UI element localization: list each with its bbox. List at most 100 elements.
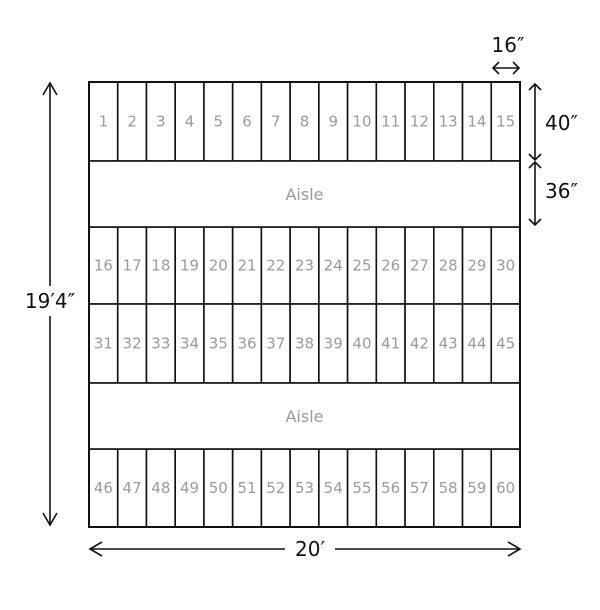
seat-cell: 32 xyxy=(116,303,148,384)
seat-cell: 55 xyxy=(346,448,378,528)
seat-cell: 10 xyxy=(346,81,378,162)
seat-cell: 15 xyxy=(490,81,521,162)
total-width-arrow-left xyxy=(88,541,103,557)
seat-box xyxy=(461,226,493,305)
seat-number: 39 xyxy=(324,335,343,353)
seat-number: 13 xyxy=(439,113,458,131)
seat-cell: 48 xyxy=(145,448,176,528)
seat-number: 12 xyxy=(410,113,429,131)
seat-number: 9 xyxy=(328,113,338,131)
seat-cell: 57 xyxy=(404,448,435,528)
seat-cell: 6 xyxy=(231,81,263,162)
seat-cell: 12 xyxy=(404,81,435,162)
seat-number: 52 xyxy=(266,479,285,497)
seat-number: 11 xyxy=(381,113,400,131)
row-depth-label: 40″ xyxy=(545,111,578,135)
aisle-width-label: 36″ xyxy=(545,179,578,203)
seat-cell: 58 xyxy=(432,448,464,528)
seat-number: 27 xyxy=(410,257,429,275)
seat-number: 55 xyxy=(352,479,371,497)
seat-cell: 54 xyxy=(318,448,349,528)
seat-number: 15 xyxy=(496,113,515,131)
seat-cell: 8 xyxy=(289,81,320,162)
seat-number: 7 xyxy=(271,113,281,131)
seat-number: 22 xyxy=(266,257,285,275)
seat-number: 4 xyxy=(185,113,195,131)
seat-number: 50 xyxy=(209,479,228,497)
seat-number: 48 xyxy=(151,479,170,497)
seat-cell: 34 xyxy=(174,303,205,384)
seat-number: 30 xyxy=(496,257,515,275)
seat-number: 58 xyxy=(439,479,458,497)
row-depth-arrow-bottom xyxy=(528,153,542,162)
seat-cell: 13 xyxy=(432,81,464,162)
seat-cell: 47 xyxy=(116,448,148,528)
seat-cell: 18 xyxy=(145,226,176,305)
seat-number: 56 xyxy=(381,479,400,497)
aisle-2: Aisle xyxy=(88,382,521,450)
row-depth-arrow-top xyxy=(528,82,542,91)
seat-cell: 60 xyxy=(490,448,521,528)
seat-number: 5 xyxy=(214,113,224,131)
seat-cell: 33 xyxy=(145,303,176,384)
aisle-box xyxy=(88,160,521,228)
seat-cell: 20 xyxy=(203,226,234,305)
seat-cell: 50 xyxy=(203,448,234,528)
seat-number: 3 xyxy=(156,113,166,131)
seat-number: 2 xyxy=(127,113,137,131)
seat-box xyxy=(289,81,320,162)
seat-number: 21 xyxy=(237,257,256,275)
seat-number: 29 xyxy=(467,257,486,275)
seat-number: 53 xyxy=(295,479,314,497)
seat-cell: 56 xyxy=(375,448,406,528)
total-depth-label-bg xyxy=(16,286,84,316)
seat-box xyxy=(461,448,493,528)
total-width-label: 20′ xyxy=(295,537,325,561)
seat-cell: 11 xyxy=(375,81,406,162)
seat-box xyxy=(346,81,378,162)
seat-number: 38 xyxy=(295,335,314,353)
seat-number: 47 xyxy=(123,479,142,497)
aisle-width-arrow-bottom xyxy=(528,218,542,227)
seat-box xyxy=(404,226,435,305)
seat-number: 43 xyxy=(439,335,458,353)
seat-cell: 51 xyxy=(231,448,263,528)
seat-cell: 25 xyxy=(346,226,378,305)
seat-cell: 37 xyxy=(260,303,291,384)
seat-cell: 22 xyxy=(260,226,291,305)
seat-cell: 28 xyxy=(432,226,464,305)
total-depth-arrow-top xyxy=(42,81,58,96)
seat-number: 54 xyxy=(324,479,343,497)
seat-cell: 24 xyxy=(318,226,349,305)
seat-box xyxy=(404,303,435,384)
outer-frame xyxy=(88,81,521,528)
seat-cell: 30 xyxy=(490,226,521,305)
seat-cell: 26 xyxy=(375,226,406,305)
seat-number: 20 xyxy=(209,257,228,275)
seat-cell: 4 xyxy=(174,81,205,162)
seat-number: 14 xyxy=(467,113,486,131)
seat-number: 26 xyxy=(381,257,400,275)
seat-number: 37 xyxy=(266,335,285,353)
seat-number: 49 xyxy=(180,479,199,497)
seat-number: 6 xyxy=(242,113,252,131)
seat-cell: 16 xyxy=(88,226,119,305)
seat-box xyxy=(231,303,263,384)
seat-number: 41 xyxy=(381,335,400,353)
seat-cell: 27 xyxy=(404,226,435,305)
seat-width-label: 16″ xyxy=(492,33,525,57)
seat-box xyxy=(346,448,378,528)
seat-box xyxy=(203,448,234,528)
seat-box xyxy=(174,226,205,305)
aisle-1: Aisle xyxy=(88,160,521,228)
seat-number: 28 xyxy=(439,257,458,275)
seat-cell: 46 xyxy=(88,448,119,528)
seat-cell: 39 xyxy=(318,303,349,384)
seat-number: 25 xyxy=(352,257,371,275)
seat-cell: 3 xyxy=(145,81,176,162)
seat-cell: 53 xyxy=(289,448,320,528)
